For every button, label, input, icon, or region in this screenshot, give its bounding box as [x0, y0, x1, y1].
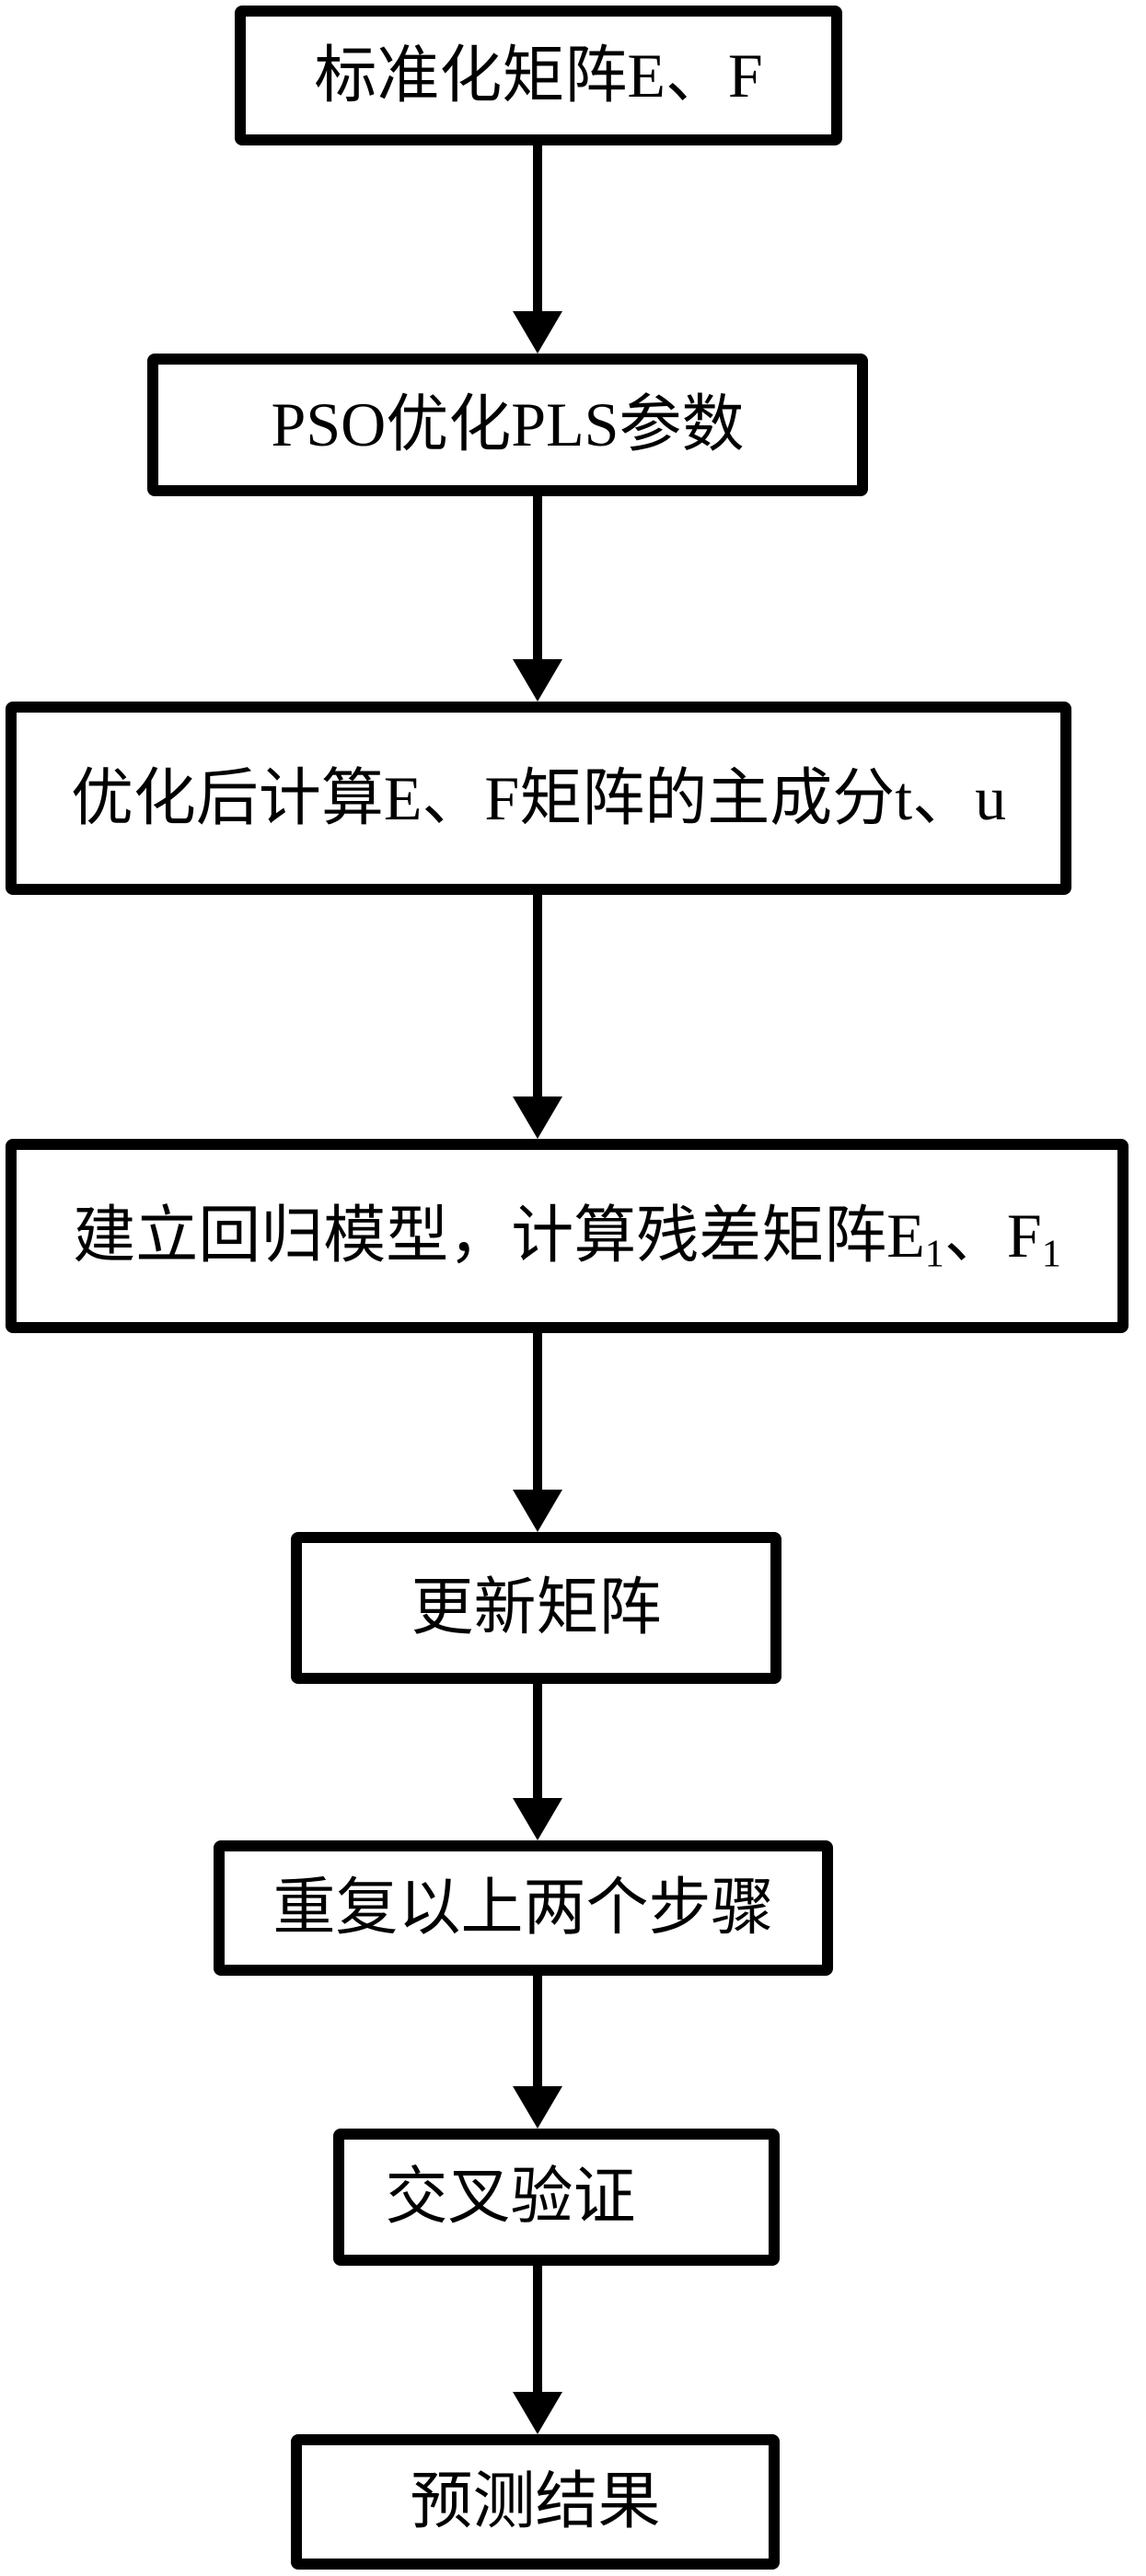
arrowhead-down-icon [513, 1097, 562, 1139]
flow-node-build-regression-residual: 建立回归模型，计算残差矩阵E1、F1 [6, 1139, 1129, 1333]
arrowhead-down-icon [513, 2392, 562, 2434]
flow-arrow-4 [513, 1333, 562, 1532]
arrow-line [533, 496, 542, 659]
arrowhead-down-icon [513, 1490, 562, 1532]
flow-node-repeat-two-steps: 重复以上两个步骤 [214, 1840, 833, 1976]
flow-node-label: 交叉验证 [385, 2162, 636, 2233]
flow-node-prediction-result: 预测结果 [291, 2434, 780, 2570]
flow-node-cross-validation: 交叉验证 [333, 2129, 780, 2266]
flow-node-pso-optimize-pls: PSO优化PLS参数 [147, 354, 868, 496]
arrow-line [533, 1684, 542, 1798]
flow-arrow-7 [513, 2266, 562, 2434]
arrow-line [533, 1333, 542, 1490]
flow-node-label: PSO优化PLS参数 [271, 389, 745, 460]
arrow-line [533, 895, 542, 1097]
flow-node-update-matrix: 更新矩阵 [291, 1532, 781, 1684]
arrowhead-down-icon [513, 2086, 562, 2129]
flow-node-label: 优化后计算E、F矩阵的主成分t、u [70, 762, 1007, 833]
arrow-line [533, 1976, 542, 2086]
arrow-line [533, 145, 542, 311]
arrowhead-down-icon [513, 311, 562, 354]
flow-arrow-5 [513, 1684, 562, 1840]
flow-node-compute-principal-components: 优化后计算E、F矩阵的主成分t、u [6, 702, 1071, 895]
flow-arrow-3 [513, 895, 562, 1139]
flow-node-label: 重复以上两个步骤 [272, 1873, 774, 1944]
arrowhead-down-icon [513, 1798, 562, 1840]
arrow-line [533, 2266, 542, 2392]
flow-node-label: 更新矩阵 [411, 1572, 662, 1643]
flow-node-label: 建立回归模型，计算残差矩阵E1、F1 [73, 1201, 1061, 1276]
arrowhead-down-icon [513, 659, 562, 702]
flow-node-standardize-matrices: 标准化矩阵E、F [235, 6, 842, 145]
flow-node-label: 标准化矩阵E、F [314, 40, 763, 110]
flow-arrow-6 [513, 1976, 562, 2129]
flow-arrow-1 [513, 145, 562, 354]
flow-arrow-2 [513, 496, 562, 702]
flow-node-label: 预测结果 [410, 2466, 661, 2537]
